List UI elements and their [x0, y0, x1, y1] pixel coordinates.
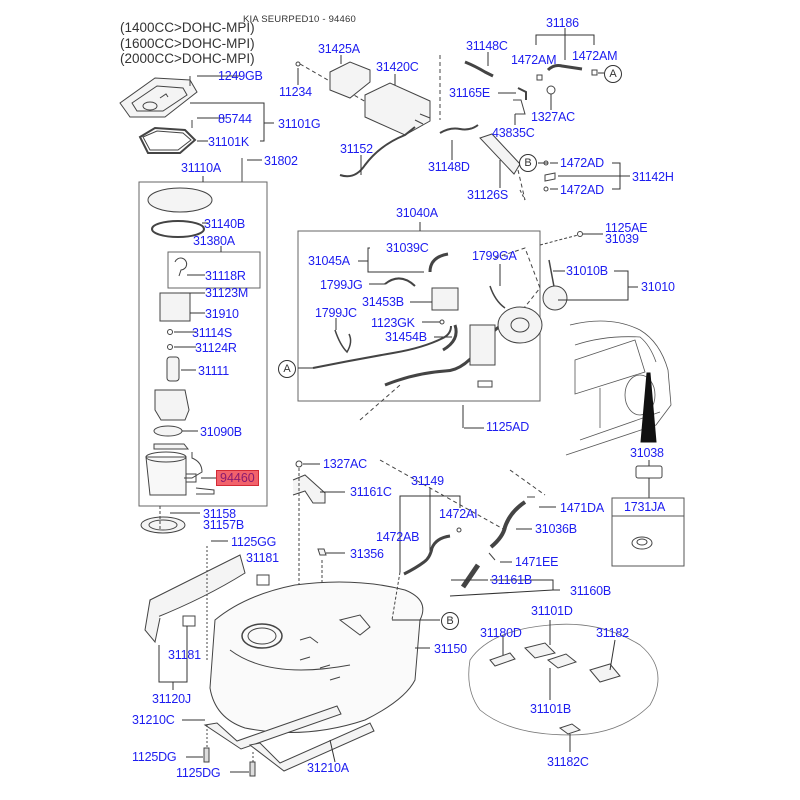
part-label-31038[interactable]: 31038: [630, 446, 664, 460]
engine-note-2000cc: (2000CC>DOHC-MPI): [120, 51, 255, 66]
part-label-31150[interactable]: 31150: [434, 642, 467, 656]
part-label-31140b[interactable]: 31140B: [204, 217, 245, 231]
part-label-31036b[interactable]: 31036B: [535, 522, 577, 536]
part-label-1327ac-top[interactable]: 1327AC: [531, 110, 575, 124]
diagram-title: KIA SEURPED10 - 94460: [243, 14, 356, 25]
part-label-31210a[interactable]: 31210A: [307, 761, 349, 775]
part-label-31040a[interactable]: 31040A: [396, 206, 438, 220]
part-label-1472am-2[interactable]: 1472AM: [572, 49, 618, 63]
part-label-31101k[interactable]: 31101K: [208, 135, 249, 149]
part-label-31802[interactable]: 31802: [264, 154, 298, 168]
part-label-1799ga[interactable]: 1799GA: [472, 249, 517, 263]
part-label-31161c[interactable]: 31161C: [350, 485, 392, 499]
part-label-1125dg-2[interactable]: 1125DG: [176, 766, 221, 780]
part-label-31910[interactable]: 31910: [205, 307, 239, 321]
part-label-1472ab[interactable]: 1472AB: [376, 530, 420, 544]
part-label-1472ad-1[interactable]: 1472AD: [560, 156, 604, 170]
part-label-31182[interactable]: 31182: [596, 626, 629, 640]
part-label-1125ad[interactable]: 1125AD: [486, 420, 530, 434]
part-label-31453b[interactable]: 31453B: [362, 295, 404, 309]
part-label-31148c[interactable]: 31148C: [466, 39, 508, 53]
part-label-31158[interactable]: 31158: [203, 507, 236, 521]
part-label-31101b[interactable]: 31101B: [530, 702, 571, 716]
part-label-31101d[interactable]: 31101D: [531, 604, 573, 618]
part-label-1472am-1[interactable]: 1472AM: [511, 53, 557, 67]
part-label-31111[interactable]: 31111: [198, 364, 229, 378]
part-label-1123gk[interactable]: 1123GK: [371, 316, 415, 330]
part-label-31142h[interactable]: 31142H: [632, 170, 674, 184]
part-label-1125dg-1[interactable]: 1125DG: [132, 750, 177, 764]
part-label-11234[interactable]: 11234: [279, 85, 312, 99]
part-label-1799jc[interactable]: 1799JC: [315, 306, 357, 320]
engine-note-1600cc: (1600CC>DOHC-MPI): [120, 36, 255, 51]
part-label-31182c[interactable]: 31182C: [547, 755, 589, 769]
part-label-31425a[interactable]: 31425A: [318, 42, 360, 56]
part-label-31045a[interactable]: 31045A: [308, 254, 350, 268]
part-label-31210c[interactable]: 31210C: [132, 713, 175, 727]
highlighted-part-94460[interactable]: 94460: [216, 470, 259, 486]
part-label-31380a[interactable]: 31380A: [193, 234, 235, 248]
part-label-1472ai[interactable]: 1472AI: [439, 507, 478, 521]
part-label-1472ad-2[interactable]: 1472AD: [560, 183, 604, 197]
part-label-31120j[interactable]: 31120J: [152, 692, 191, 706]
reference-marker-a-left: A: [278, 360, 296, 378]
part-label-31454b[interactable]: 31454B: [385, 330, 427, 344]
part-label-31157b[interactable]: 31157B: [203, 518, 244, 532]
part-label-1125gg[interactable]: 1125GG: [231, 535, 277, 549]
part-label-31039[interactable]: 31039: [605, 232, 639, 246]
fuel-pump-cover-plate: [120, 76, 274, 153]
part-label-31126s[interactable]: 31126S: [467, 188, 508, 202]
part-label-31149[interactable]: 31149: [411, 474, 444, 488]
part-label-31039c[interactable]: 31039C: [386, 241, 429, 255]
part-label-31356[interactable]: 31356: [350, 547, 384, 561]
part-label-1125ae[interactable]: 1125AE: [605, 221, 648, 235]
part-label-31010[interactable]: 31010: [641, 280, 675, 294]
part-label-31010b[interactable]: 31010B: [566, 264, 608, 278]
part-label-31110a[interactable]: 31110A: [181, 161, 222, 175]
part-label-1471ee[interactable]: 1471EE: [515, 555, 559, 569]
part-label-1471da[interactable]: 1471DA: [560, 501, 604, 515]
part-label-31124r[interactable]: 31124R: [195, 341, 237, 355]
part-label-1799jg[interactable]: 1799JG: [320, 278, 363, 292]
engine-note-1400cc: (1400CC>DOHC-MPI): [120, 20, 255, 35]
part-label-31181-upper[interactable]: 31181: [246, 551, 279, 565]
part-label-31186[interactable]: 31186: [546, 16, 579, 30]
part-label-1327ac-mid[interactable]: 1327AC: [323, 457, 367, 471]
reference-marker-b-top: B: [519, 154, 537, 172]
part-label-31090b[interactable]: 31090B: [200, 425, 242, 439]
part-label-1731ja[interactable]: 1731JA: [624, 500, 666, 514]
reference-marker-b-tank: B: [441, 612, 459, 630]
part-label-31148d[interactable]: 31148D: [428, 160, 470, 174]
part-label-31123m[interactable]: 31123M: [205, 286, 249, 300]
part-label-31161b[interactable]: 31161B: [491, 573, 532, 587]
part-label-31420c[interactable]: 31420C: [376, 60, 419, 74]
part-label-31180d[interactable]: 31180D: [480, 626, 522, 640]
part-label-31181-lower[interactable]: 31181: [168, 648, 201, 662]
part-label-43835c[interactable]: 43835C: [492, 126, 535, 140]
part-label-31165e[interactable]: 31165E: [449, 86, 490, 100]
part-label-85744[interactable]: 85744: [218, 112, 252, 126]
part-label-31114s[interactable]: 31114S: [192, 326, 233, 340]
part-label-31160b[interactable]: 31160B: [570, 584, 611, 598]
part-label-31101g[interactable]: 31101G: [278, 117, 321, 131]
part-label-1249gb[interactable]: 1249GB: [218, 69, 263, 83]
part-label-31152[interactable]: 31152: [340, 142, 373, 156]
reference-marker-a-top: A: [604, 65, 622, 83]
part-label-31118r[interactable]: 31118R: [205, 269, 246, 283]
fuel-tank-outline: [210, 582, 423, 733]
